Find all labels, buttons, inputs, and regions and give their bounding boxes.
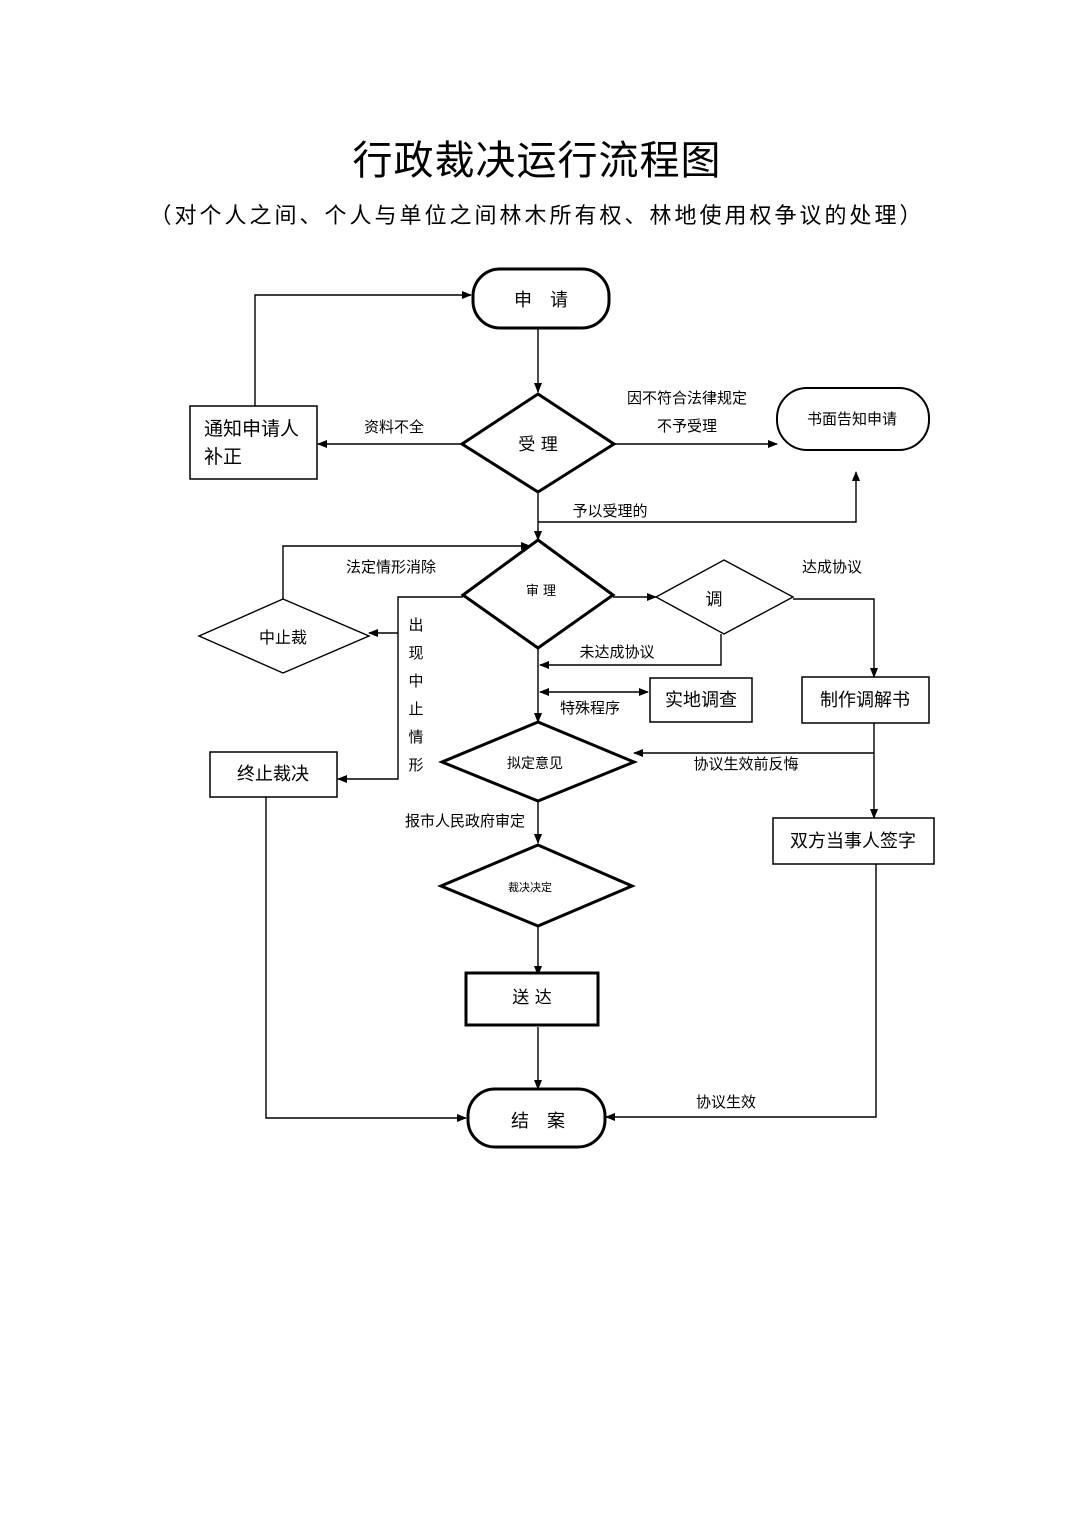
label-suspend-char: 中 xyxy=(408,672,423,690)
node-review: 审 理 xyxy=(460,538,616,650)
node-both-sign-label: 双方当事人签字 xyxy=(790,831,916,852)
label-accepted: 予以受理的 xyxy=(572,502,647,520)
edge-mediate-doc xyxy=(793,598,878,678)
edge-sign-close xyxy=(605,864,877,1121)
label-suspend-char: 现 xyxy=(408,644,423,662)
label-suspend-char: 情 xyxy=(408,728,423,746)
node-ruling: 裁决决定 xyxy=(437,843,636,928)
edge-labels: 资料不全 因不符合法律规定 不予受理 予以受理的 法定情形消除 达成协议 未达成… xyxy=(346,389,862,1111)
node-apply: 申 请 xyxy=(471,267,611,330)
node-close: 结 案 xyxy=(466,1087,607,1149)
label-special-procedure: 特殊程序 xyxy=(560,699,620,717)
node-notify-label-2: 补正 xyxy=(204,446,242,468)
page-subtitle: （对个人之间、个人与单位之间林木所有权、林地使用权争议的处理） xyxy=(149,204,925,229)
edge-accepted-notice xyxy=(538,471,860,523)
page-title: 行政裁决运行流程图 xyxy=(352,138,722,184)
label-suspend-char: 止 xyxy=(408,700,423,718)
node-deliver: 送 达 xyxy=(464,971,600,1027)
node-notify-label-1: 通知申请人 xyxy=(204,418,299,440)
label-agreement-effective: 协议生效 xyxy=(696,1093,756,1111)
label-report-gov: 报市人民政府审定 xyxy=(405,812,525,830)
edge-notify-apply xyxy=(254,291,472,406)
node-suspend: 中止裁 xyxy=(197,598,371,674)
edge-terminate-close xyxy=(265,797,467,1122)
edge-review-terminate xyxy=(337,596,463,783)
node-accept: 受 理 xyxy=(459,392,617,494)
node-written-notice: 书面告知申请 xyxy=(776,387,930,451)
label-suspend-char: 出 xyxy=(408,616,423,634)
node-suspend-label: 中止裁 xyxy=(259,628,307,647)
label-suspend-char: 形 xyxy=(408,756,423,774)
node-draft-opinion-label: 拟定意见 xyxy=(507,755,563,772)
node-ruling-label: 裁决决定 xyxy=(508,880,552,894)
node-terminate-label: 终止裁决 xyxy=(237,764,309,785)
node-site-survey-label: 实地调查 xyxy=(665,690,737,711)
node-terminate: 终止裁决 xyxy=(209,751,338,798)
edge-mediate-no-agreement xyxy=(539,634,722,669)
edge-suspend-review xyxy=(282,542,531,599)
label-no-agreement: 未达成协议 xyxy=(579,643,654,661)
label-incomplete: 资料不全 xyxy=(364,418,424,436)
connectors xyxy=(254,291,878,1122)
label-reject-1: 因不符合法律规定 xyxy=(627,389,747,407)
node-site-survey: 实地调查 xyxy=(649,677,753,723)
node-apply-label: 申 请 xyxy=(514,290,568,311)
node-notify: 通知申请人 补正 xyxy=(189,405,318,480)
label-reject-2: 不予受理 xyxy=(657,417,717,435)
node-review-label: 审 理 xyxy=(526,584,556,599)
node-mediate-label: 调 xyxy=(706,590,723,610)
node-draft-opinion: 拟定意见 xyxy=(438,720,638,803)
node-accept-label: 受 理 xyxy=(518,435,557,455)
label-agreement-reached: 达成协议 xyxy=(802,558,862,576)
node-deliver-label: 送 达 xyxy=(512,988,551,1008)
node-both-sign: 双方当事人签字 xyxy=(772,817,935,865)
label-cause-removed: 法定情形消除 xyxy=(346,558,436,576)
node-mediate: 调 xyxy=(654,559,795,635)
node-written-notice-label: 书面告知申请 xyxy=(807,410,897,428)
label-regret: 协议生效前反悔 xyxy=(693,755,798,773)
node-mediation-doc: 制作调解书 xyxy=(801,676,930,724)
node-mediation-doc-label: 制作调解书 xyxy=(820,690,910,711)
node-close-label: 结 案 xyxy=(511,1111,565,1132)
label-suspend-vertical: 出 现 中 止 情 形 xyxy=(408,616,423,774)
